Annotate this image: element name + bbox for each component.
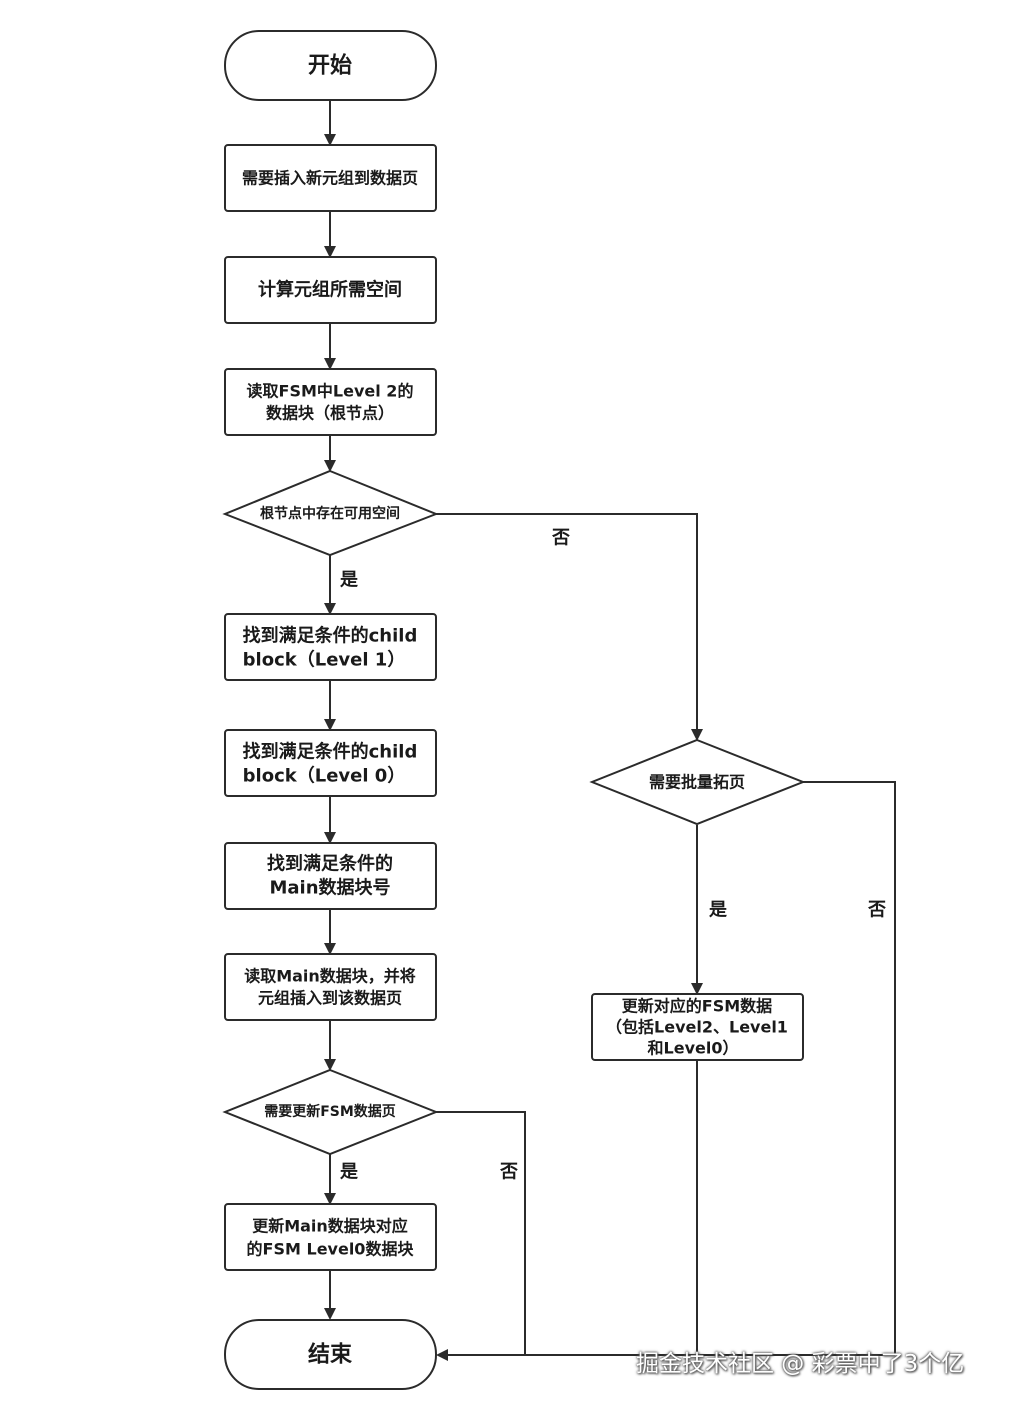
edge-decision2-no <box>436 1111 526 1355</box>
update-fsm-label-1: 更新对应的FSM数据 <box>622 997 772 1016</box>
need-update-decision: 需要更新FSM数据页 <box>222 1068 439 1156</box>
update-main-node: 更新Main数据块对应 的FSM Level0数据块 <box>224 1203 437 1271</box>
end-label: 结束 <box>308 1342 353 1368</box>
find-main-label-1: 找到满足条件的 <box>267 853 393 875</box>
update-fsm-node: 更新对应的FSM数据 （包括Level2、Level1 和Level0） <box>591 993 804 1061</box>
start-label: 开始 <box>308 53 352 79</box>
root-space-decision: 根节点中存在可用空间 <box>222 469 439 557</box>
need-extend-decision: 需要批量拓页 <box>589 738 806 826</box>
end-node: 结束 <box>224 1319 437 1390</box>
watermark: 掘金技术社区 @ 彩票中了3个亿 <box>636 1351 965 1377</box>
update-fsm-label-3: 和Level0） <box>648 1039 739 1058</box>
find-l1-label-1: 找到满足条件的child <box>243 625 418 647</box>
update-main-label-2: 的FSM Level0数据块 <box>247 1240 415 1259</box>
label-no-extend: 否 <box>867 900 886 921</box>
calc-node: 计算元组所需空间 <box>224 256 437 324</box>
insert-node: 需要插入新元组到数据页 <box>224 144 437 212</box>
read-root-node: 读取FSM中Level 2的 数据块（根节点） <box>224 368 437 436</box>
read-main-label-2: 元组插入到该数据页 <box>258 989 402 1008</box>
read-root-label-1: 读取FSM中Level 2的 <box>247 382 414 401</box>
find-main-node: 找到满足条件的 Main数据块号 <box>224 842 437 910</box>
find-main-label-2: Main数据块号 <box>269 877 390 899</box>
read-main-label-1: 读取Main数据块，并将 <box>244 967 416 986</box>
edge-decision-no <box>436 513 703 741</box>
find-l0-node: 找到满足条件的child block（Level 0） <box>224 729 437 797</box>
need-extend-label: 需要批量拓页 <box>649 773 745 792</box>
need-update-label: 需要更新FSM数据页 <box>264 1103 396 1120</box>
update-main-label-1: 更新Main数据块对应 <box>252 1217 408 1236</box>
find-l0-label-1: 找到满足条件的child <box>243 741 418 763</box>
update-fsm-label-2: （包括Level2、Level1 <box>606 1018 788 1037</box>
label-yes-extend: 是 <box>708 900 727 921</box>
root-space-label: 根节点中存在可用空间 <box>260 505 400 522</box>
find-l1-node: 找到满足条件的child block（Level 1） <box>224 613 437 681</box>
start-node: 开始 <box>224 30 437 101</box>
label-yes-root: 是 <box>339 570 358 591</box>
label-no-update: 否 <box>499 1162 518 1183</box>
edge-extend-no <box>803 781 896 1355</box>
read-main-node: 读取Main数据块，并将 元组插入到该数据页 <box>224 953 437 1021</box>
label-yes-update: 是 <box>339 1162 358 1183</box>
find-l1-label-2: block（Level 1） <box>243 650 406 671</box>
calc-label: 计算元组所需空间 <box>258 279 402 301</box>
insert-label: 需要插入新元组到数据页 <box>242 169 418 188</box>
label-no-root: 否 <box>551 528 570 549</box>
find-l0-label-2: block（Level 0） <box>243 766 406 787</box>
edges <box>324 100 896 1361</box>
read-root-label-2: 数据块（根节点） <box>266 404 394 423</box>
